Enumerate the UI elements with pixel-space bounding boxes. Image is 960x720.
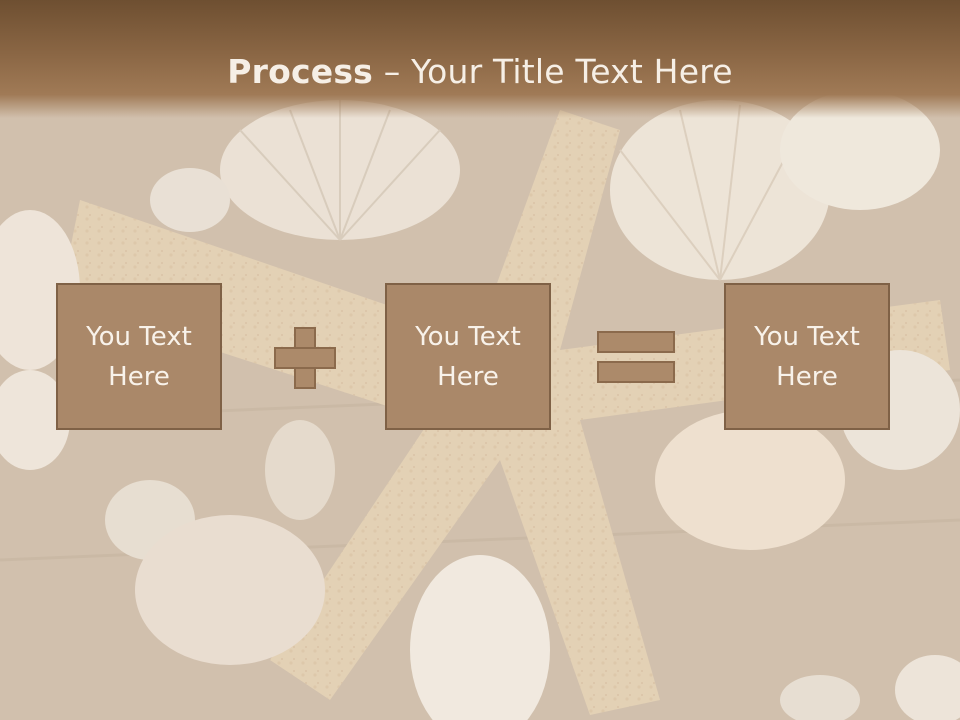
title-bar (0, 0, 960, 118)
process-box-1[interactable]: You Text Here (56, 283, 222, 430)
equals-icon (597, 331, 675, 385)
process-box-3[interactable]: You Text Here (724, 283, 890, 430)
process-box-2[interactable]: You Text Here (385, 283, 551, 430)
process-box-2-text[interactable]: You Text Here (415, 321, 521, 392)
process-box-1-text[interactable]: You Text Here (86, 321, 192, 392)
plus-icon (274, 327, 336, 389)
process-box-3-text[interactable]: You Text Here (754, 321, 860, 392)
slide-title[interactable]: Process – Your Title Text Here (227, 52, 733, 91)
